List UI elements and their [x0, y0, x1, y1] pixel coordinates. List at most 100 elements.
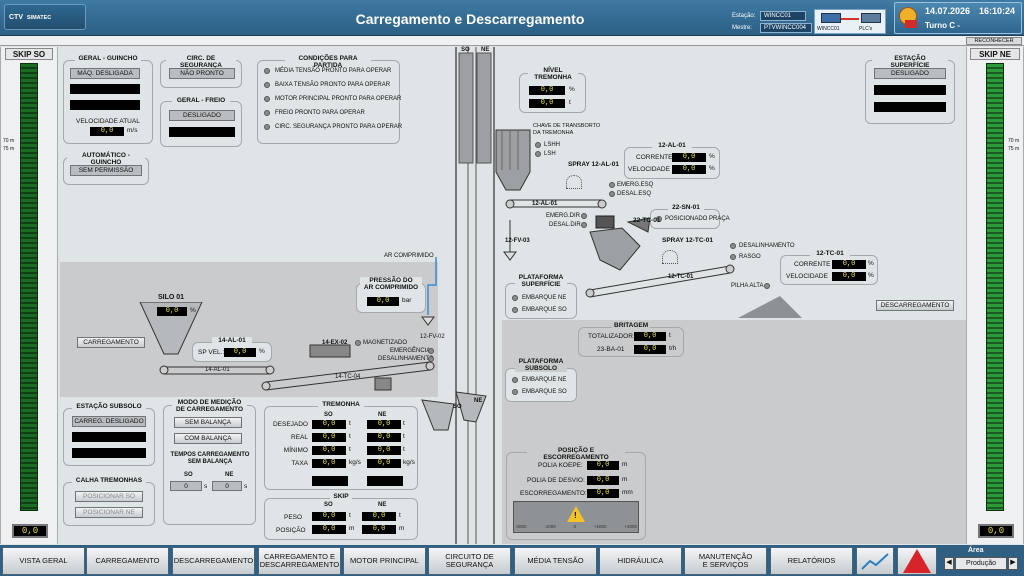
condicoes-title: CONDIÇÕES PARA PARTIDA: [285, 55, 371, 69]
nav-button[interactable]: MANUTENÇÃO E SERVIÇOS: [684, 547, 767, 575]
condicao-led: [264, 68, 270, 74]
guincho-alarm-2: [70, 100, 140, 110]
guincho-vel-label: VELOCIDADE ATUAL: [76, 118, 140, 125]
est-subsolo-alarm-2: [72, 448, 146, 458]
nav-button[interactable]: MOTOR PRINCIPAL: [343, 547, 426, 575]
ar-value: 0,0: [367, 297, 399, 306]
al12-vel: 0,0: [672, 165, 706, 174]
descarregamento-button[interactable]: DESCARREGAMENTO: [876, 300, 954, 311]
spray2-desal-led: [730, 243, 736, 249]
nav-button[interactable]: RELATÓRIOS: [770, 547, 853, 575]
scale-tick: -2000: [515, 524, 527, 529]
al12-belt: 12-AL-01: [532, 201, 558, 207]
nav-button[interactable]: DESCARREGAMENTO: [172, 547, 255, 575]
plc-status-panel[interactable]: WINCC01 PLC's: [814, 9, 886, 34]
tremonha-ne-unit: t: [403, 433, 405, 440]
skip-pos-ne-unit: m: [399, 525, 405, 532]
spray2-desal: DESALINHAMENTO: [739, 243, 795, 249]
tremonha-so-value: 0,0: [312, 433, 346, 442]
plat-sub-b-led: [512, 389, 518, 395]
plc-label-1: WINCC01: [817, 26, 840, 32]
britagem-title: BRITAGEM: [612, 322, 650, 329]
auto-guincho-title: AUTOMÁTICO - GUINCHO: [67, 152, 145, 166]
computer-icon: [821, 13, 841, 23]
skip-pos-label: POSIÇÃO: [276, 527, 306, 534]
condicao-item: FREIO PRONTO PARA OPERAR: [275, 110, 365, 116]
tremonha-sub-title: TREMONHA: [318, 401, 364, 408]
skip-so-70m: 70 m: [3, 138, 15, 144]
al12-group: [624, 147, 720, 179]
tremonha-so-alarm: [312, 476, 348, 486]
lsh-label: LSH: [544, 151, 556, 157]
tempos-so-unit: s: [204, 483, 208, 490]
tc22-label: 22-TC-01: [633, 217, 661, 224]
nav-button[interactable]: MÉDIA TENSÃO: [514, 547, 597, 575]
trend-button[interactable]: [856, 547, 894, 575]
hopper-so-label: SO: [453, 404, 462, 410]
sem-balanca-button[interactable]: SEM BALANÇA: [174, 417, 242, 428]
reconnect-button[interactable]: RECONHECER: [966, 37, 1022, 45]
area-select[interactable]: Produção: [955, 557, 1007, 570]
nav-button[interactable]: HIDRÁULICA: [599, 547, 682, 575]
tc14-label: 14-TC-04: [335, 374, 361, 380]
shaft-so-label: SO: [461, 47, 470, 53]
area-prev-button[interactable]: ◀: [944, 557, 954, 570]
modo-title: MODO DE MEDIÇÃO DE CARREGAMENTO: [172, 399, 247, 413]
calha-group: [63, 482, 155, 526]
nav-button[interactable]: CARREGAMENTO: [86, 547, 169, 575]
condicoes-group: [257, 60, 400, 144]
skip-peso-ne-unit: t: [399, 512, 401, 519]
nivel-u1: %: [569, 86, 575, 93]
user-badge-icon: [905, 20, 917, 28]
skip-title: SKIP: [330, 493, 352, 500]
posicionar-so-button[interactable]: POSICIONAR SO: [75, 491, 143, 502]
tc12-vel: 0,0: [832, 272, 866, 281]
al12-corrente-label: CORRENTE: [636, 154, 673, 161]
bottom-nav: [0, 545, 1024, 576]
plat-sup-b-led: [512, 307, 518, 313]
al12-desal-dir: DESAL.DIR: [549, 222, 581, 228]
plat-sub-a: EMBARQUE NE: [522, 377, 567, 383]
spray2-title: SPRAY 12-TC-01: [662, 237, 713, 244]
area-next-button[interactable]: ▶: [1008, 557, 1018, 570]
silo-title: SILO 01: [158, 294, 185, 301]
condicao-item: BAIXA TENSÃO PRONTO PARA OPERAR: [275, 82, 391, 88]
al14-belt-label: 14-AL-01: [205, 367, 230, 373]
estacao-value: WINCC01: [760, 11, 806, 21]
tempos-ne-value[interactable]: 0: [212, 481, 242, 491]
est-subsolo-alarm-1: [72, 432, 146, 442]
spray1-desal: DESAL.ESQ: [617, 191, 652, 197]
tc12-pilha: PILHA ALTA: [731, 283, 764, 289]
ex14-emergencia: EMERGÊNCIA: [390, 348, 431, 354]
alarm-button[interactable]: [897, 547, 937, 575]
lshh-led: [535, 142, 541, 148]
britagem-ba-unit: t/h: [669, 345, 677, 352]
bottom-hoppers: [421, 391, 487, 431]
carregamento-button[interactable]: CARREGAMENTO: [77, 337, 145, 348]
time: 16:10:24: [979, 6, 1016, 16]
tremonha-ne-alarm: [367, 476, 403, 486]
nav-button[interactable]: CIRCUITO DE SEGURANÇA: [428, 547, 511, 575]
guincho-vel-value: 0,0: [90, 127, 124, 136]
page-title: Carregamento e Descarregamento: [355, 11, 585, 27]
plat-sup-title: PLATAFORMA SUPERFÍCIE: [515, 274, 567, 288]
tempos-so-value[interactable]: 0: [170, 481, 202, 491]
area-label: Área: [968, 547, 984, 554]
koepe-label: POLIA KOEPE:: [538, 462, 583, 469]
posicionar-ne-button[interactable]: POSICIONAR NE: [75, 507, 143, 518]
skip-ne-70m: 70 m: [1008, 138, 1020, 144]
britagem-ba: 0,0: [634, 345, 666, 354]
est-sup-title: ESTAÇÃO SUPERFÍCIE: [872, 55, 948, 69]
skip-ne-gauge: [986, 63, 1004, 511]
al12-corrente-unit: %: [709, 153, 715, 160]
tempos-so: SO: [184, 472, 193, 478]
com-balanca-button[interactable]: COM BALANÇA: [174, 433, 242, 444]
tremonha-so-unit: t: [349, 433, 351, 440]
circ-seg-status: NÃO PRONTO: [169, 68, 235, 79]
tc12-corrente-label: CORRENTE: [794, 261, 831, 268]
nav-button[interactable]: VISTA GERAL: [2, 547, 85, 575]
plat-sup-b: EMBARQUE SO: [522, 307, 567, 313]
koepe-value: 0,0: [587, 461, 619, 470]
nav-button[interactable]: CARREGAMENTO E DESCARREGAMENTO: [258, 547, 341, 575]
